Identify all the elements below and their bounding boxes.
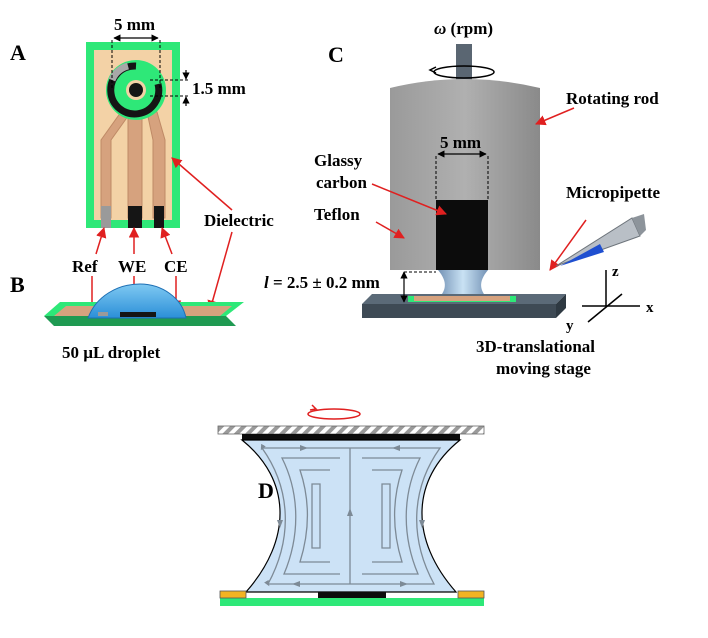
gap-label: l = 2.5 ± 0.2 mm <box>264 273 380 292</box>
bottom-substrate <box>220 598 484 606</box>
width-label-a: 5 mm <box>114 15 155 34</box>
teflon-label: Teflon <box>314 205 360 224</box>
stage-label-1: 3D-translational <box>476 337 595 356</box>
teflon-arrow <box>375 221 405 239</box>
top-electrode <box>242 434 460 440</box>
dielectric-arrow-top <box>171 157 233 211</box>
translational-stage <box>362 294 566 318</box>
ce-arrow-up <box>160 227 173 255</box>
gap-label-a: 1.5 mm <box>192 79 246 98</box>
dimension-1-5mm <box>150 70 190 106</box>
axis-y-label: y <box>566 318 574 334</box>
omega-label: ω (rpm) <box>434 19 493 38</box>
micropipette-label: Micropipette <box>566 183 661 202</box>
axes-triad <box>582 270 640 323</box>
glassy-arrow <box>371 183 447 216</box>
flow-arrowheads <box>277 445 425 587</box>
rod-arrow <box>535 107 575 126</box>
dielectric-label: Dielectric <box>204 211 274 230</box>
droplet-label: 50 µL droplet <box>62 343 161 362</box>
panel-label-a: A <box>10 40 26 65</box>
stage-label-2: moving stage <box>496 359 591 378</box>
micropipette <box>555 214 646 267</box>
axis-x-label: x <box>646 300 654 316</box>
panel-label-b: B <box>10 272 25 297</box>
glassy-label-1: Glassy <box>314 151 363 170</box>
ce-label: CE <box>164 257 188 276</box>
panel-label-d: D <box>258 478 274 503</box>
dielectric-arrow-bottom <box>207 231 233 312</box>
axis-z-label: z <box>612 264 619 280</box>
bottom-pad-left <box>219 590 247 599</box>
we-label: WE <box>118 257 146 276</box>
rotating-rod <box>390 79 540 270</box>
ref-label: Ref <box>72 257 98 276</box>
micropipette-arrow <box>549 219 587 271</box>
bottom-pad-right <box>457 590 485 599</box>
glassy-label-2: carbon <box>316 173 368 192</box>
panel-label-c: C <box>328 42 344 67</box>
ref-arrow-up <box>95 226 107 255</box>
bottom-electrode <box>318 592 386 598</box>
sensor-side-view <box>44 283 244 326</box>
width-label-c: 5 mm <box>440 133 481 152</box>
dimension-5mm-c <box>435 150 489 200</box>
gap-dimension <box>400 271 436 303</box>
rotating-rod-label: Rotating rod <box>566 89 659 108</box>
sensor-top-view <box>86 42 180 228</box>
top-plate <box>217 425 485 435</box>
rotation-indicator <box>307 404 361 420</box>
